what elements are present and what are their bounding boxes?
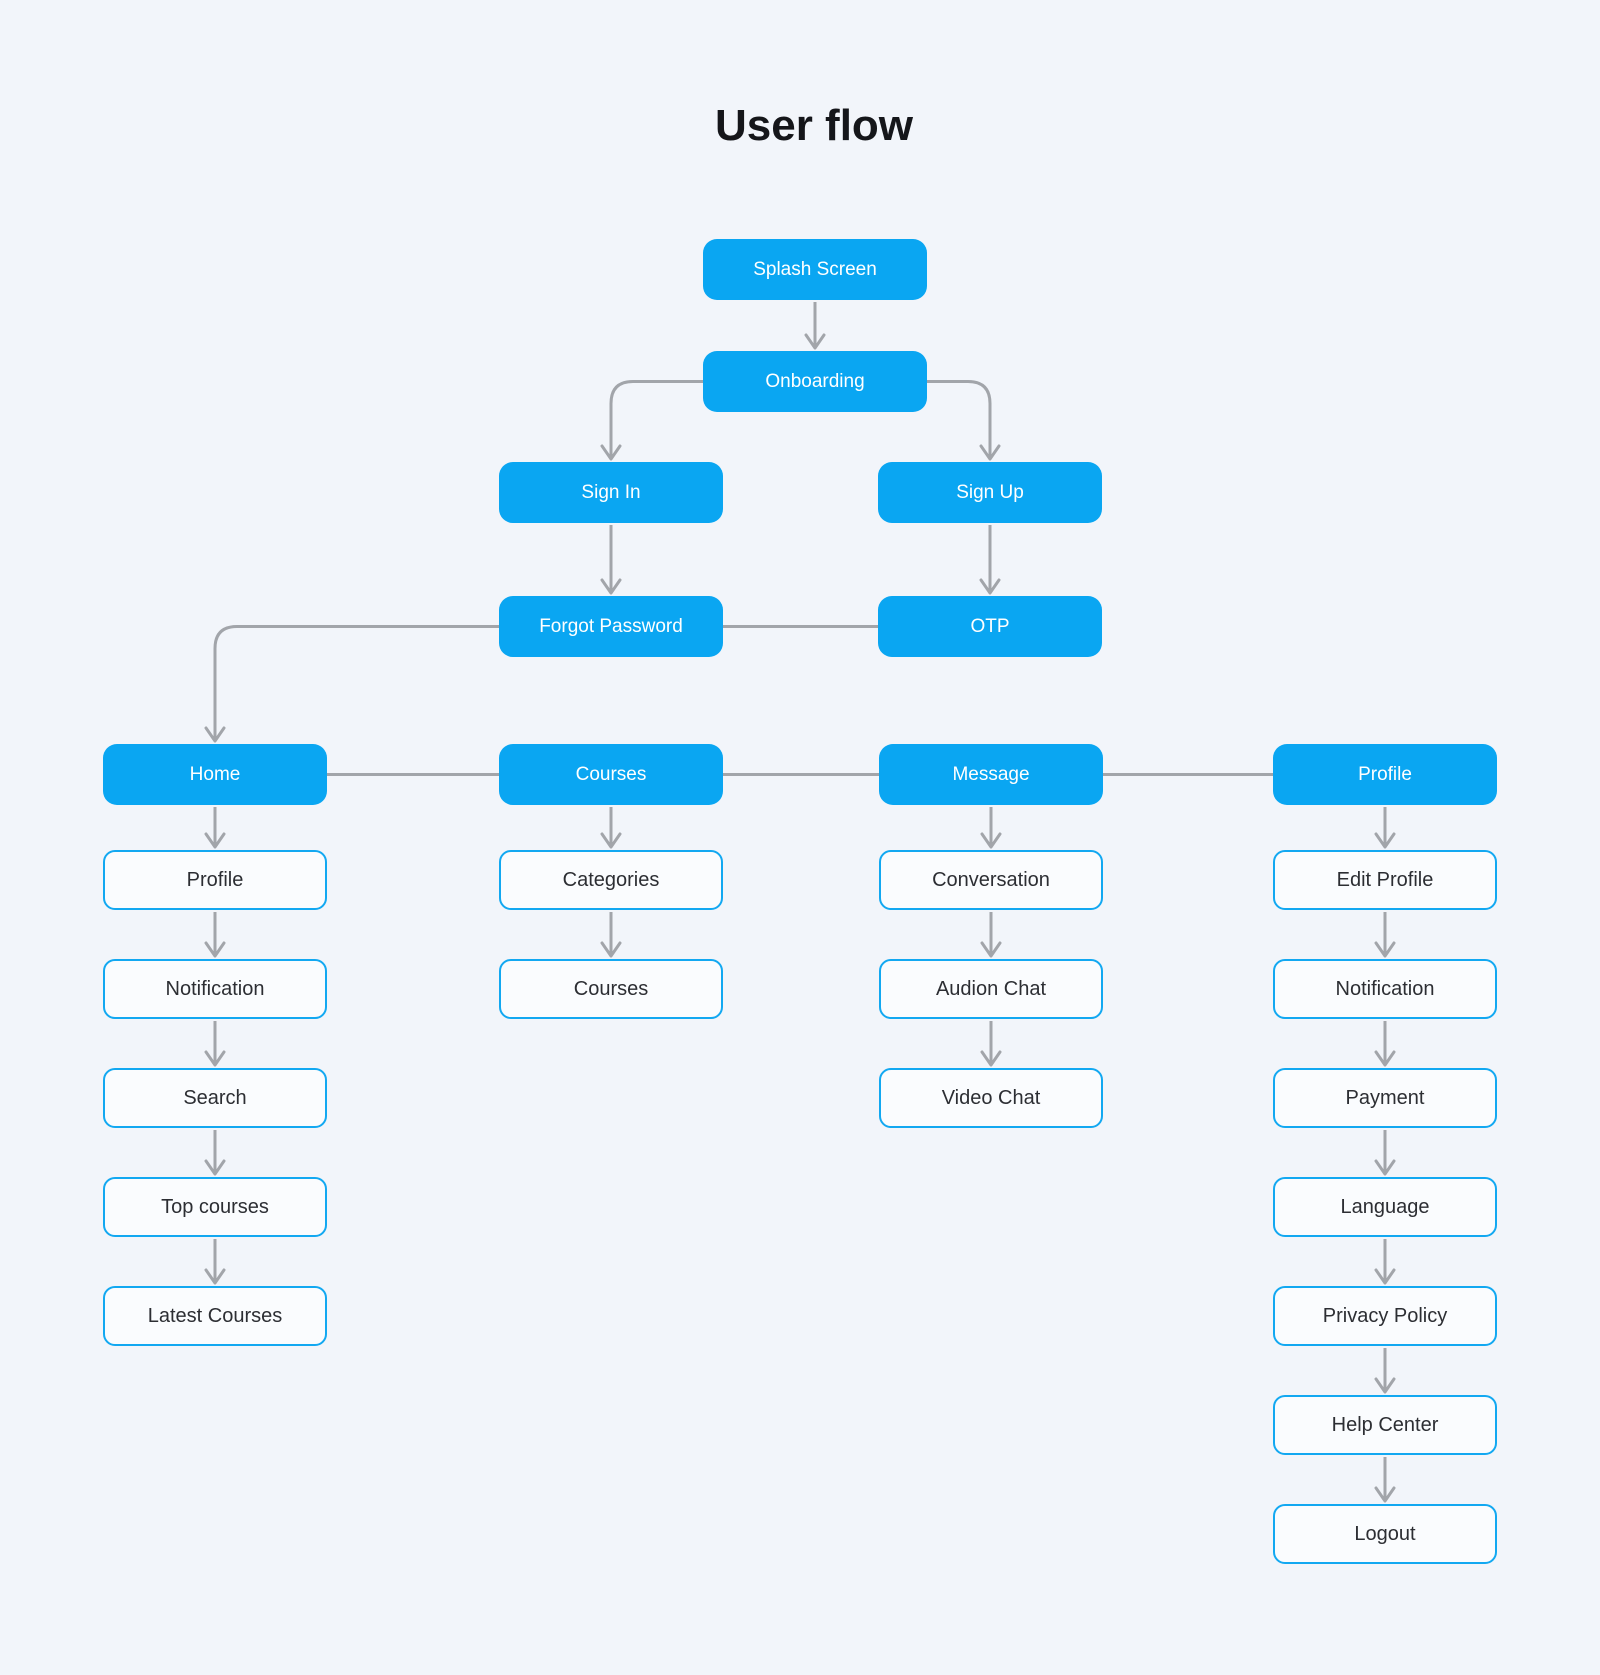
node-home: Home xyxy=(103,744,327,805)
node-sign-up: Sign Up xyxy=(878,462,1102,523)
node-label: Language xyxy=(1340,1195,1430,1218)
node-label: Audion Chat xyxy=(935,977,1047,1000)
edge-onboarding-to-sign-up xyxy=(927,380,1001,461)
node-label: Home xyxy=(189,763,241,785)
node-label: Top courses xyxy=(161,1195,269,1218)
node-profile-logout: Logout xyxy=(1273,1504,1497,1564)
node-profile-notification: Notification xyxy=(1273,959,1497,1019)
node-label: Conversation xyxy=(932,868,1050,891)
node-label: Help Center xyxy=(1331,1413,1439,1436)
node-label: Notification xyxy=(1335,977,1435,1000)
node-splash-screen: Splash Screen xyxy=(703,239,927,300)
node-home-notification: Notification xyxy=(103,959,327,1019)
node-home-top-courses: Top courses xyxy=(103,1177,327,1237)
node-label: Onboarding xyxy=(765,370,865,392)
node-label: Search xyxy=(183,1086,247,1109)
node-label: Edit Profile xyxy=(1336,868,1434,891)
node-sign-in: Sign In xyxy=(499,462,723,523)
node-label: Courses xyxy=(575,763,647,785)
edge-onboarding-to-sign-in xyxy=(600,380,703,461)
node-label: Courses xyxy=(573,977,649,1000)
node-message-conversation: Conversation xyxy=(879,850,1103,910)
node-label: Logout xyxy=(1354,1522,1416,1545)
diagram-title: User flow xyxy=(714,101,914,150)
node-home-profile: Profile xyxy=(103,850,327,910)
node-profile-edit-profile: Edit Profile xyxy=(1273,850,1497,910)
node-courses: Courses xyxy=(499,744,723,805)
node-profile: Profile xyxy=(1273,744,1497,805)
node-label: Notification xyxy=(165,977,265,1000)
node-otp: OTP xyxy=(878,596,1102,657)
node-label: Video Chat xyxy=(941,1086,1041,1109)
node-courses-courses: Courses xyxy=(499,959,723,1019)
node-profile-payment: Payment xyxy=(1273,1068,1497,1128)
node-label: Message xyxy=(952,763,1030,785)
node-label: Forgot Password xyxy=(539,615,683,637)
node-label: Privacy Policy xyxy=(1322,1304,1448,1327)
node-label: Latest Courses xyxy=(147,1304,283,1327)
node-label: Sign Up xyxy=(956,481,1024,503)
node-profile-privacy-policy: Privacy Policy xyxy=(1273,1286,1497,1346)
node-message-audion-chat: Audion Chat xyxy=(879,959,1103,1019)
node-courses-categories: Categories xyxy=(499,850,723,910)
node-home-search: Search xyxy=(103,1068,327,1128)
node-label: Sign In xyxy=(581,481,641,503)
node-label: Payment xyxy=(1345,1086,1425,1109)
node-forgot-password: Forgot Password xyxy=(499,596,723,657)
node-label: Profile xyxy=(186,868,244,891)
node-profile-help-center: Help Center xyxy=(1273,1395,1497,1455)
node-label: Categories xyxy=(562,868,660,891)
node-label: Splash Screen xyxy=(753,258,877,280)
node-label: OTP xyxy=(970,615,1010,637)
node-message: Message xyxy=(879,744,1103,805)
node-home-latest-courses: Latest Courses xyxy=(103,1286,327,1346)
node-message-video-chat: Video Chat xyxy=(879,1068,1103,1128)
edge-forgot-password-to-home xyxy=(204,625,499,743)
node-profile-language: Language xyxy=(1273,1177,1497,1237)
node-onboarding: Onboarding xyxy=(703,351,927,412)
node-label: Profile xyxy=(1358,763,1412,785)
